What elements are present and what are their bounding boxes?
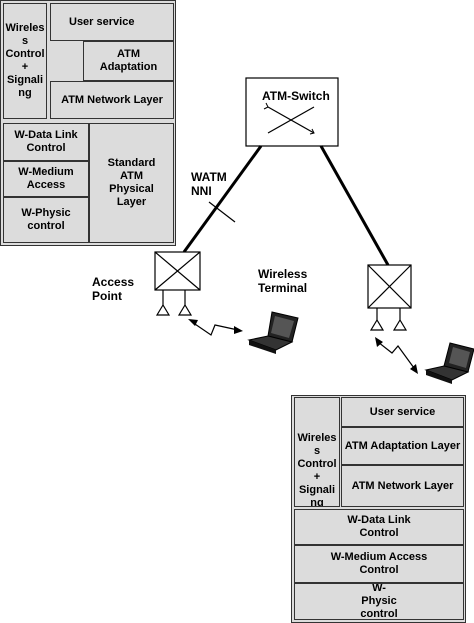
br-wireless-control-label: Wireles s Control + Signali ng — [297, 432, 337, 507]
radio-arrow-left-b — [234, 326, 243, 334]
tl-w-medium-access: W-Medium Access — [3, 161, 89, 197]
link-switch-right-ap — [319, 145, 390, 266]
tl-w-physic-label: W-Physic control — [21, 207, 71, 232]
ap-cross-2 — [154, 251, 201, 291]
tl-w-data-link-control: W-Data Link Control — [3, 123, 89, 161]
br-w-data-link-control: W-Data Link Control — [294, 509, 464, 545]
rap-cross-2 — [367, 264, 412, 309]
link-switch-access-point — [182, 145, 263, 253]
tl-wireless-control-signaling: Wireles s Control + Signali ng — [3, 3, 47, 119]
br-atm-network-layer-label: ATM Network Layer — [351, 479, 454, 492]
atm-switch-label: ATM-Switch — [262, 89, 330, 103]
br-w-data-link-label: W-Data Link Control — [347, 514, 411, 539]
tl-atm-adaptation-label: ATM Adaptation — [99, 48, 158, 73]
tl-user-service-label: User service — [69, 15, 135, 28]
rap-antenna-2-icon — [392, 318, 408, 331]
tl-wireless-control-label: Wireles s Control + Signali ng — [5, 22, 45, 99]
tl-atm-network-layer: ATM Network Layer — [50, 81, 174, 119]
tl-w-data-link-label: W-Data Link Control — [14, 129, 78, 154]
br-w-medium-access-control: W-Medium Access Control — [294, 545, 464, 583]
access-point-label: Access Point — [92, 275, 135, 303]
br-atm-network-layer: ATM Network Layer — [341, 465, 464, 507]
wireless-terminal-label: Wireless Terminal — [258, 267, 308, 295]
switch-arrow-tl — [263, 102, 269, 110]
br-w-physic-label: W-Physic control — [360, 583, 398, 620]
watm-nni-label: WATM NNI — [191, 170, 227, 198]
br-w-physic-control: W-Physic control — [294, 583, 464, 620]
ap-antenna-2-icon — [177, 303, 193, 316]
br-atm-adaptation-label: ATM Adaptation Layer — [344, 439, 461, 452]
tl-user-service: User service — [50, 3, 174, 41]
tl-w-medium-access-label: W-Medium Access — [18, 166, 74, 191]
radio-link-right-icon — [377, 341, 415, 369]
radio-arrow-left-a — [188, 319, 198, 326]
radio-arrow-right-a — [375, 337, 383, 347]
nni-tick-mark — [208, 201, 236, 223]
br-user-service-label: User service — [369, 405, 436, 418]
tl-atm-adaptation: ATM Adaptation — [83, 41, 174, 81]
br-w-medium-access-label: W-Medium Access Control — [330, 551, 428, 576]
tl-standard-atm-physical-layer: Standard ATM Physical Layer — [89, 123, 174, 243]
tl-standard-atm-physical-label: Standard ATM Physical Layer — [107, 157, 156, 208]
radio-link-left-icon — [191, 321, 239, 336]
rap-antenna-1-icon — [369, 318, 385, 331]
ap-antenna-1-icon — [155, 303, 171, 316]
laptop-icon-right — [424, 342, 474, 384]
tl-atm-network-layer-label: ATM Network Layer — [61, 93, 163, 106]
atm-switch-box — [245, 77, 339, 147]
tl-w-physic-control: W-Physic control — [3, 197, 89, 243]
br-atm-adaptation-layer: ATM Adaptation Layer — [341, 427, 464, 465]
br-wireless-control-signaling: Wireles s Control + Signali ng — [294, 397, 340, 507]
switch-cross-line-2 — [267, 106, 315, 134]
laptop-icon-left — [247, 311, 299, 354]
radio-arrow-right-b — [410, 364, 418, 374]
switch-arrow-br — [309, 128, 315, 135]
br-user-service: User service — [341, 397, 464, 427]
